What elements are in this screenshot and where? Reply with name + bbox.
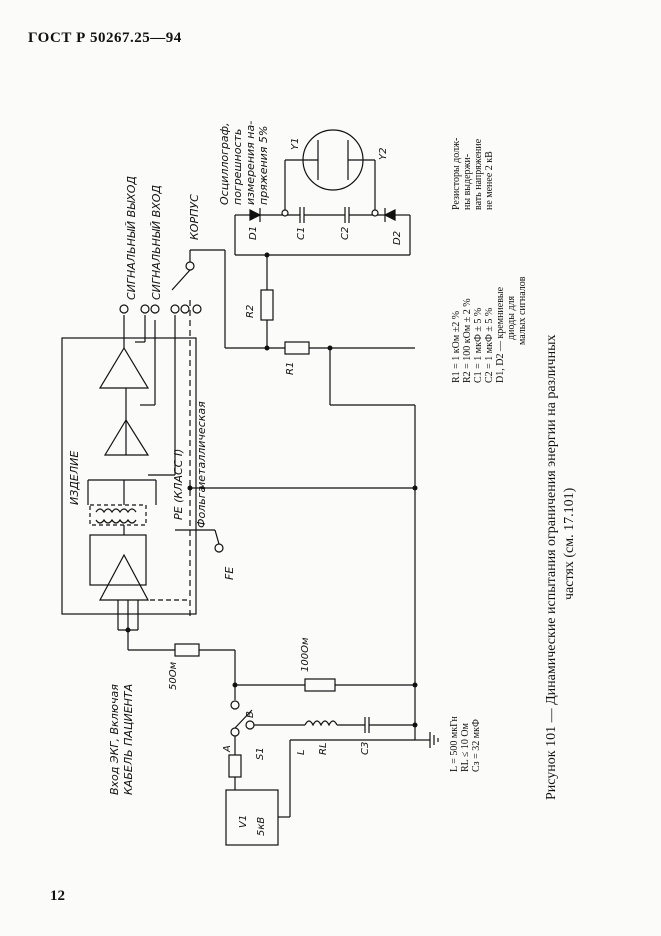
oscilloscope-label-4: пряжения 5% [257,125,270,205]
signal-input-label: СИГНАЛЬНЫЙ ВХОД [150,185,163,300]
ecg-input-label-1: Вход ЭКГ, Включая [108,684,121,795]
component-note-5: D1, D2 — кремниевые [495,286,506,383]
resistor-r1 [284,341,310,355]
l-label: L [296,749,307,755]
housing-label: КОРПУС [188,194,201,240]
component-note-1: R1 = 1 кОм ±2 % [451,310,462,383]
product-label: ИЗДЕЛИЕ [68,450,81,505]
component-note-6: диоды для [506,295,517,340]
foil-label: Фольга [195,485,208,528]
diode-d1 [249,209,262,221]
v1-value-label: 5кВ [256,816,267,836]
voltage-source-v1 [225,789,279,846]
y2-label: Y2 [378,147,389,160]
pe-class-label: PE (КЛАСС I) [172,448,185,520]
product-outline [61,337,197,615]
resistor-r2 [260,289,274,321]
r50-label: 50Ом [168,661,179,690]
s1-label: S1 [255,747,266,760]
document-header: ГОСТ Р 50267.25—94 [28,30,182,46]
a-label: A [222,745,233,752]
b-label: B [245,711,256,718]
component-note-2: R2 = 100 кОм ± 2 % [462,298,473,383]
amplifier-1 [99,553,149,601]
source-note-1: L = 500 мкГн [449,716,460,772]
diode-d2 [383,209,396,221]
d2-label: D2 [392,230,403,245]
oscilloscope-label-2: погрешность [231,128,244,205]
resistor-note-1: Резисторы долж- [451,137,462,210]
figure-caption-line2: частях (см. 17.101) [562,487,577,600]
component-note-3: C1 = 1 мкФ ± 5 % [473,307,484,383]
rl-label: RL [318,742,329,755]
v1-label: V1 [238,814,249,828]
d1-label: D1 [248,225,259,240]
resistor-note-2: ны выдержи- [462,153,473,210]
resistor-50 [174,643,200,657]
amplifier-3 [98,346,150,389]
inductor-l [304,720,338,727]
r2-label: R2 [245,304,256,318]
c3-label: C3 [360,741,371,755]
isolation-block [89,534,147,586]
transformer-box [89,504,147,526]
y1-label: Y1 [290,137,301,150]
resistor-100 [304,678,336,692]
resistor-source [228,754,242,778]
oscilloscope-label-1: Осциллограф, [218,122,231,205]
r1-label: R1 [285,361,296,375]
oscilloscope-label-3: измерения на- [244,120,257,205]
component-note-4: C2 = 1 мкФ ± 5 % [484,307,495,383]
source-note-2: RL ≤ 10 Ом [460,723,471,772]
resistor-note-3: вать напряжение [473,138,484,210]
metal-label: металлическая [195,401,208,490]
component-note-7: малых сигналов [517,276,528,345]
c1-label: C1 [296,226,307,240]
resistor-note-4: не менее 2 кВ [484,151,495,210]
ecg-input-label-2: КАБЕЛЬ ПАЦИЕНТА [122,683,135,795]
figure-caption-line1: Рисунок 101 — Динамические испытания огр… [544,334,559,801]
page-number: 12 [50,888,65,904]
source-note-3: Cз = 32 мкФ [471,719,482,772]
c2-label: C2 [340,226,351,240]
fe-label: FE [223,566,236,580]
r100-label: 100Ом [300,637,311,672]
signal-output-label: СИГНАЛЬНЫЙ ВЫХОД [125,176,138,300]
